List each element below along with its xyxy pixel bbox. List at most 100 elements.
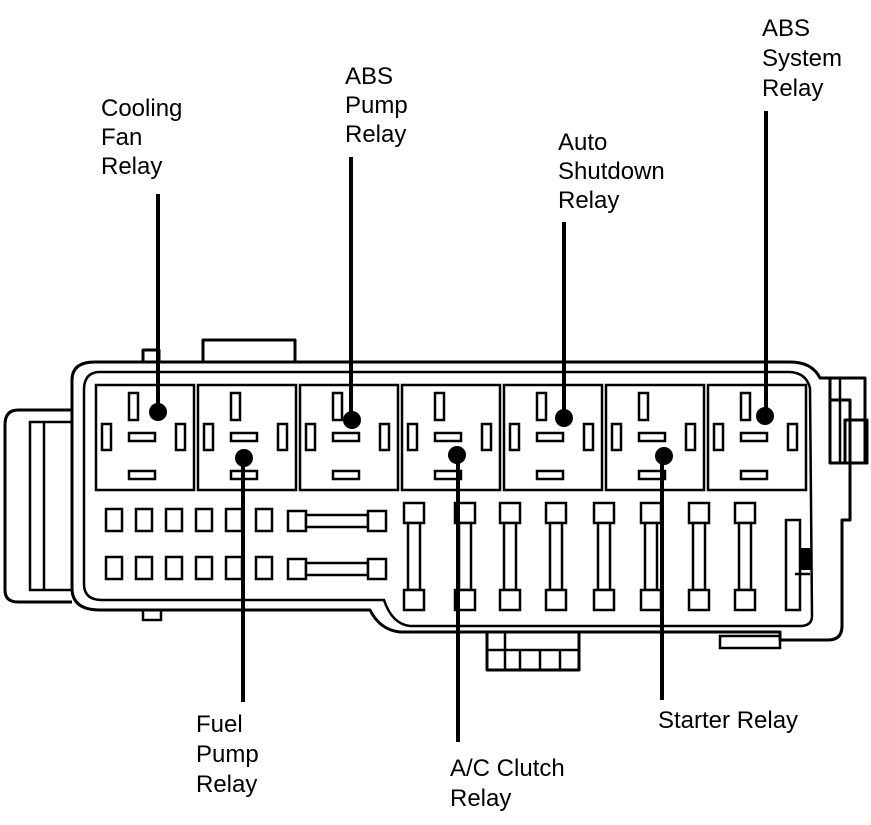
relay-terminal: [100, 422, 113, 452]
leader-abs-system: [756, 111, 774, 425]
leader-auto-shutdown: [555, 222, 573, 427]
relay-row: [94, 383, 808, 492]
mini-fuse: [164, 507, 184, 533]
mini-fuse: [134, 555, 154, 581]
relay-terminal: [684, 422, 697, 452]
cartridge-fuse-end: [366, 509, 388, 533]
cartridge-fuse-end: [639, 501, 663, 525]
relay-outline: [196, 383, 298, 492]
relay-socket: [94, 383, 196, 492]
cartridge-fuse-body: [548, 521, 564, 592]
cartridge-fuse-end: [592, 588, 616, 612]
cartridge-fuse-end: [733, 501, 757, 525]
relay-socket: [196, 383, 298, 492]
mini-fuse: [254, 507, 274, 533]
cartridge-fuse-body: [691, 521, 707, 592]
leader-starter: [655, 447, 673, 700]
leader-fuel-pump: [235, 449, 253, 702]
relay-terminal: [433, 469, 463, 481]
cartridge-fuse-body: [304, 561, 370, 577]
cartridge-fuse-end: [687, 501, 711, 525]
auto-shutdown-relay-label: Auto Shutdown Relay: [558, 129, 671, 214]
relay-terminal: [535, 431, 565, 443]
cartridge-fuse-end: [366, 557, 388, 581]
mini-fuse: [194, 507, 214, 533]
mini-fuse: [164, 555, 184, 581]
relay-terminal: [433, 391, 446, 422]
relay-terminal: [331, 391, 344, 422]
cartridge-fuse-end: [402, 588, 426, 612]
relay-terminal: [331, 431, 361, 443]
mini-fuse: [104, 555, 124, 581]
cartridge-fuse-body: [643, 521, 659, 592]
relay-outline: [94, 383, 196, 492]
relay-terminal: [535, 469, 565, 481]
relay-terminal: [304, 422, 317, 452]
cartridge-fuse-end: [687, 588, 711, 612]
cartridge-fuse-end: [286, 509, 308, 533]
cartridge-fuse-body: [737, 521, 753, 592]
mini-fuse: [254, 555, 274, 581]
relay-terminal: [127, 469, 157, 481]
relay-box-housing: [3, 338, 869, 672]
cartridge-fuse-end: [544, 501, 568, 525]
relay-terminal: [739, 469, 769, 481]
relay-terminal: [637, 391, 650, 422]
mini-fuse: [134, 507, 154, 533]
relay-terminal: [202, 422, 215, 452]
relay-terminal: [786, 422, 799, 452]
starter-relay-label: Starter Relay: [658, 707, 798, 734]
relay-terminal: [610, 422, 623, 452]
relay-outline: [502, 383, 604, 492]
relay-terminal: [406, 422, 419, 452]
relay-terminal: [229, 391, 242, 422]
relay-socket: [400, 383, 502, 492]
cartridge-fuse-end: [733, 588, 757, 612]
relay-outline: [400, 383, 502, 492]
cartridge-fuse-end: [402, 501, 426, 525]
relay-terminal: [174, 422, 187, 452]
cartridge-fuse-end: [286, 557, 308, 581]
mini-fuse: [224, 555, 244, 581]
mini-fuse: [224, 507, 244, 533]
abs-pump-relay-label: ABS Pump Relay: [345, 63, 414, 148]
cooling-fan-relay-label: Cooling Fan Relay: [101, 95, 189, 180]
relay-terminal: [378, 422, 391, 452]
relay-terminal: [739, 431, 769, 443]
relay-terminal: [637, 431, 667, 443]
relay-terminal: [480, 422, 493, 452]
relay-terminal: [739, 391, 752, 422]
relay-terminal: [127, 431, 157, 443]
cartridge-fuse-end: [639, 588, 663, 612]
cartridge-fuse-end: [498, 501, 522, 525]
leader-ac-clutch: [448, 446, 466, 742]
relay-terminal: [712, 422, 725, 452]
fuse-block: [104, 501, 757, 612]
mini-fuse: [104, 507, 124, 533]
mini-fuse: [194, 555, 214, 581]
relay-outline: [706, 383, 808, 492]
cartridge-fuse-body: [304, 513, 370, 529]
relay-socket: [706, 383, 808, 492]
relay-outline: [604, 383, 706, 492]
relay-terminal: [127, 391, 140, 422]
relay-terminal: [331, 469, 361, 481]
relay-terminal: [637, 469, 667, 481]
relay-terminal: [582, 422, 595, 452]
leader-cooling-fan: [149, 194, 167, 421]
relay-socket: [502, 383, 604, 492]
cartridge-fuse-body: [596, 521, 612, 592]
relay-terminal: [276, 422, 289, 452]
ac-clutch-relay-label: A/C Clutch Relay: [450, 755, 571, 812]
cartridge-fuse-end: [498, 588, 522, 612]
relay-terminal: [433, 431, 463, 443]
leader-abs-pump: [343, 157, 361, 429]
relay-terminal: [229, 431, 259, 443]
relay-socket: [604, 383, 706, 492]
cartridge-fuse-end: [592, 501, 616, 525]
relay-terminal: [535, 391, 548, 422]
cartridge-fuse-body: [502, 521, 518, 592]
relay-terminal: [508, 422, 521, 452]
fuel-pump-relay-label: Fuel Pump Relay: [196, 711, 265, 798]
